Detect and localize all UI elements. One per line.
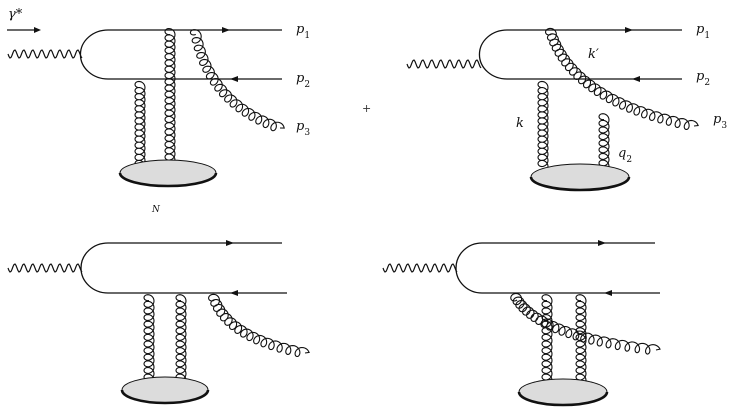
plus-operator: + <box>362 102 371 115</box>
label-k-prime: k′ <box>588 47 599 62</box>
gluon-q2 <box>598 113 610 173</box>
label-p2: p2 <box>696 69 710 88</box>
gluon-k-prime <box>544 27 699 131</box>
quark-turnaround <box>80 242 109 294</box>
label-p2: p2 <box>296 71 310 90</box>
arrow-antiquark <box>230 290 238 296</box>
photon-line <box>7 49 83 59</box>
diagram-bottom-right <box>382 240 661 407</box>
target-blob-edge <box>517 391 609 407</box>
label-p1: p1 <box>696 22 710 41</box>
gluon-exchange-left <box>143 294 155 387</box>
quark-turnaround <box>455 242 483 294</box>
photon-label: γ* <box>8 7 23 22</box>
diagram-top-right: p1 p2 p3 k′ k q2 <box>406 22 727 192</box>
gluon-k <box>537 80 549 173</box>
target-blob-edge <box>529 176 631 192</box>
target-blob-edge <box>118 172 218 188</box>
photon-line <box>382 263 458 273</box>
label-p3: p3 <box>713 112 727 131</box>
arrow-p1 <box>625 27 633 33</box>
gluon-exchange-left <box>541 294 553 387</box>
gluon-exchange-right <box>175 294 187 387</box>
arrow-antiquark <box>604 290 612 296</box>
label-target: N <box>151 205 161 215</box>
arrow-quark <box>598 240 606 246</box>
gluon-exchange-left <box>134 80 146 173</box>
quark-turnaround <box>478 29 508 80</box>
photon-momentum-arrow-head <box>34 27 41 33</box>
photon-line <box>406 59 482 69</box>
diagram-top-left: γ* p1 p2 p3 N <box>7 7 310 215</box>
arrow-p1 <box>222 27 230 33</box>
gluon-emitted-crossing <box>510 292 661 355</box>
target-blob-edge <box>120 389 210 405</box>
diagram-bottom-left <box>7 240 310 405</box>
arrow-p2 <box>632 76 640 82</box>
photon-line <box>7 263 83 273</box>
gluon-emitted-p3 <box>189 29 285 132</box>
gluon-emitted <box>208 293 310 358</box>
label-p1: p1 <box>296 22 310 41</box>
gluon-exchange-right <box>164 27 176 173</box>
label-p3: p3 <box>296 119 310 138</box>
arrow-quark <box>226 240 234 246</box>
quark-turnaround <box>79 29 109 80</box>
gluon-exchange-right <box>575 294 587 387</box>
label-k: k <box>516 116 524 131</box>
label-q2: q2 <box>618 146 632 165</box>
arrow-p2 <box>230 76 238 82</box>
